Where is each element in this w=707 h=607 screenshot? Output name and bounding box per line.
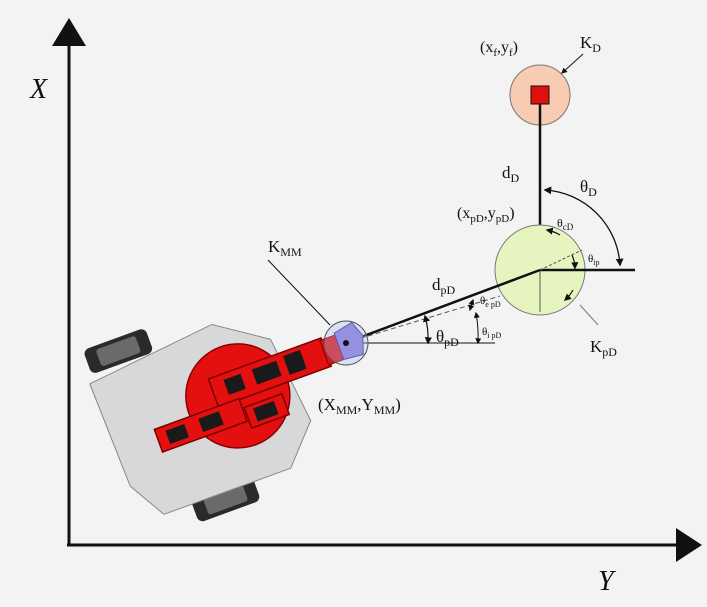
y-axis-label: Y: [598, 566, 617, 597]
d-pD-label: dpD: [432, 275, 456, 297]
theta-cD-arc: [545, 227, 561, 236]
theta-i-pD-label: θi pD: [482, 326, 502, 340]
pd-point-label: (xpD,ypD): [457, 205, 515, 225]
mm-dashed-ray: [344, 295, 501, 344]
theta-ip-label: θip: [588, 253, 600, 267]
K-D-label: KD: [580, 33, 601, 55]
target-point-marker: [530, 85, 550, 105]
x-axis-arrow-icon: [52, 18, 86, 46]
K-D-pointer: [561, 53, 584, 74]
theta-i-pD-arc: [473, 311, 482, 345]
pd-lower-arc: [563, 289, 574, 301]
x-axis-label: X: [29, 74, 48, 105]
mobile-manipulator-robot: [84, 321, 364, 522]
pd-dashed-ray: [539, 249, 583, 271]
theta-ip-arc: [571, 254, 579, 270]
theta-e-pD-arc: [468, 298, 475, 312]
mm-point-dot: [343, 340, 349, 346]
final-point-label: (xf,yf): [480, 39, 518, 59]
d-D-label: dD: [502, 163, 520, 185]
theta-e-pD-label: θe pD: [480, 295, 501, 309]
theta-pD-label: θpD: [436, 327, 459, 349]
K-pD-label: KpD: [590, 337, 617, 359]
gripper-icon: [333, 321, 364, 361]
d-pD-line: [344, 268, 541, 345]
theta-cD-label: θcD: [557, 216, 574, 232]
K-MM-label: KMM: [268, 237, 302, 259]
theta-D-label: θD: [580, 177, 597, 199]
mm-point-label: (XMM,YMM): [318, 395, 401, 417]
y-axis-arrow-icon: [676, 528, 702, 562]
theta-pD-arc: [423, 314, 432, 345]
theta-D-arc: [543, 186, 624, 267]
K-MM-pointer: [267, 259, 331, 326]
K-pD-pointer: [579, 304, 599, 326]
